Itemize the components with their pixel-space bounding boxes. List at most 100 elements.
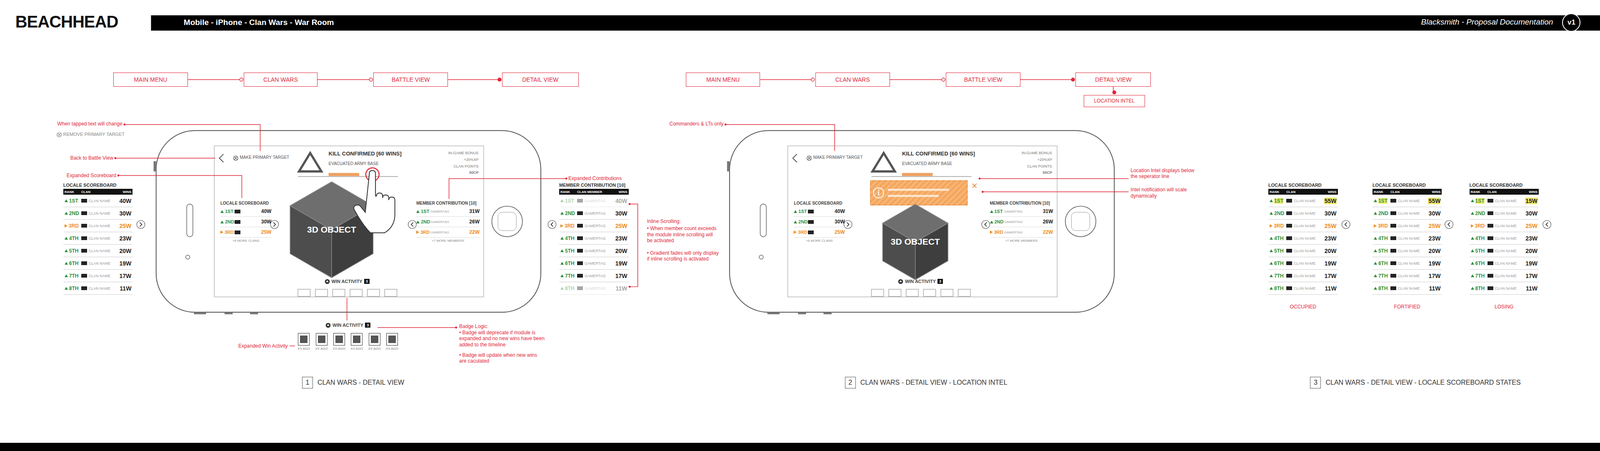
name-text: GAMERTAG [584, 286, 615, 291]
clan-tag [1487, 261, 1494, 265]
layout-polyline [979, 178, 1129, 179]
wins-text: 20W [615, 247, 628, 255]
wins-text: 23W [615, 235, 628, 242]
wins-text: 20W [118, 247, 132, 255]
wins-text: 55W [1324, 197, 1337, 205]
wins-text: 23W [118, 235, 132, 242]
breadcrumb-text: BATTLE VIEW [964, 76, 1003, 83]
name-text: CLAN NAME [88, 273, 120, 278]
intel-notification [870, 180, 977, 205]
cube-face [915, 222, 948, 280]
label-text: IN-GAME BONUS [448, 150, 479, 155]
clan-tag [577, 286, 583, 290]
wins-text: 30W [615, 210, 628, 217]
layout-rect [870, 180, 968, 205]
state-caption: OCCUPIED [1268, 303, 1338, 310]
header-cell: WINS [1432, 190, 1441, 194]
page-title: Mobile - iPhone - Clan Wars - War Room [183, 17, 335, 28]
connector-head [941, 77, 945, 82]
connector-line [187, 79, 240, 80]
wins-text: 40W [615, 197, 628, 205]
rank-arrow [1373, 199, 1378, 203]
wins-text: 30W [1324, 210, 1337, 217]
timeline-item: XX AGO [348, 332, 365, 351]
wins-text: 20W [1525, 247, 1538, 255]
rank-text: 1ST [1475, 197, 1485, 204]
rank-cell: 1ST [416, 208, 431, 214]
rank-arrow [1373, 211, 1378, 215]
rank-cell: 2ND [990, 219, 1005, 225]
rank-arrow [1269, 224, 1273, 228]
annotation-text: When tapped text will change [57, 120, 123, 127]
name-text: CLAN NAME [1293, 261, 1325, 266]
rank-arrow [416, 230, 420, 234]
rank-text: 7TH [1475, 272, 1485, 279]
rank-text: 1ST [1378, 197, 1388, 204]
rank-arrow [560, 224, 564, 228]
name-text: GAMERTAG [584, 211, 615, 216]
nav-connector [1020, 77, 1075, 82]
rank-arrow [560, 211, 564, 215]
nav-connector [317, 77, 373, 82]
table-row: 2NDCLAN NAME30W [1469, 207, 1540, 220]
timeline-item: XX AGO [313, 332, 330, 351]
connector-head [369, 77, 373, 82]
state-caption: FORTIFIED [1372, 303, 1443, 310]
timestamp: XX AGO [385, 346, 399, 351]
wins-text: 19W [1525, 260, 1538, 267]
rank-text: 6TH [69, 260, 79, 267]
connector-head [239, 77, 243, 82]
rank-text: 7TH [69, 272, 79, 279]
badge-count: 3 [364, 278, 370, 284]
name-text: CLAN NAME [1495, 261, 1526, 266]
clan-tag [1286, 248, 1293, 253]
module-row: 1ST40W [793, 206, 845, 217]
clan-tag [807, 230, 814, 235]
layout-circle [978, 177, 981, 180]
name-text: GAMERTAG [1004, 220, 1043, 224]
wins-text: 25W [118, 222, 132, 230]
clan-tag [807, 209, 814, 214]
rank-arrow [1269, 261, 1273, 265]
layout-circle [873, 187, 884, 198]
header-cell: RANK [560, 190, 578, 194]
breadcrumb-box: DETAIL VIEW [502, 72, 579, 87]
name-text: CLAN NAME [88, 261, 120, 266]
scoreboard-table: MEMBER CONTRIBUTION [10]RANKCLAN MEMBERW… [559, 182, 629, 295]
header-cell: WINS [1327, 190, 1337, 194]
rank-cell: 3RD [990, 229, 1005, 235]
name-text: GAMERTAG [584, 236, 615, 241]
rank-text: 3RD [420, 229, 430, 235]
scoreboard-table: LOCALE SCOREBOARDRANKCLANWINS1STCLAN NAM… [1469, 182, 1540, 310]
layout-circle [898, 278, 904, 284]
figure-number-text: 2 [848, 378, 853, 387]
table-row: 3RDCLAN NAME25W [1372, 219, 1443, 233]
rank-cell: 4TH [560, 235, 578, 242]
layout-circle [114, 157, 117, 160]
rank-text: 1ST [225, 208, 234, 214]
layout-circle [981, 190, 984, 193]
module-title: WIN ACTIVITY [905, 278, 936, 284]
annotation-text: Intel notification will scale dynamicall… [1130, 186, 1194, 199]
figure-caption: CLAN WARS - DETAIL VIEW [317, 378, 405, 387]
rank-cell: 6TH [1470, 260, 1488, 267]
rank-arrow [1470, 224, 1474, 228]
timeline-box [350, 332, 363, 346]
layout-circle [136, 220, 145, 229]
connector-line [760, 79, 811, 80]
rank-text: 6TH [1378, 260, 1388, 267]
clan-tag [1487, 248, 1494, 253]
timeline-row: XX AGOXX AGOXX AGOXX AGOXX AGOXX AGO [295, 332, 400, 351]
win-icon [325, 322, 331, 328]
table-row: 8THGAMERTAG11W [559, 282, 629, 295]
rank-text: 3RD [68, 222, 79, 229]
clan-tag [1286, 273, 1293, 278]
wins-text: 19W [1427, 260, 1441, 267]
clan-tag [577, 211, 583, 215]
clan-tag [577, 223, 583, 228]
win-activity: WIN ACTIVITY3 [318, 278, 376, 285]
clan-tag [1390, 223, 1397, 228]
annotation-text: Expanded Win Activity [238, 342, 288, 349]
rank-arrow [560, 236, 564, 240]
table-row: 7THCLAN NAME17W [63, 269, 133, 283]
